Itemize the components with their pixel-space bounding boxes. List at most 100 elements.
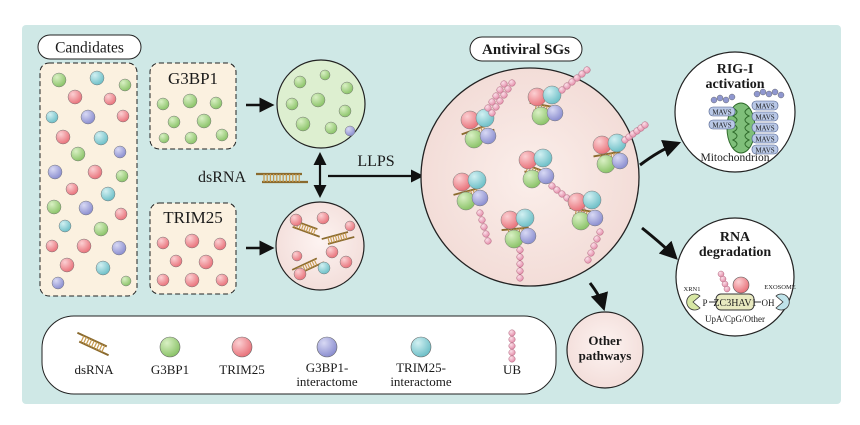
g3bp1-droplet-g (285, 97, 299, 111)
g3bp1-proteins (156, 93, 229, 145)
legend: dsRNA G3BP1 TRIM25 G3BP1- interactome TR… (41, 315, 557, 395)
trim25-droplet-p (291, 250, 303, 262)
oh-label: OH (762, 298, 775, 308)
g3bp1-droplet-g (293, 75, 307, 89)
candidate-p (55, 129, 71, 145)
g3bp1-g (215, 128, 229, 142)
candidate-c (100, 186, 116, 202)
g3bp1-g (156, 97, 170, 111)
dsrna-icon (76, 331, 110, 357)
mavs-label: MAVS (755, 113, 774, 121)
candidates-box (39, 62, 138, 297)
mitochondrion-label: Mitochondrion (701, 152, 770, 164)
legend-trim25-interactome-label2: interactome (390, 374, 452, 389)
legend-trim25-interactome-label1: TRIM25- (396, 360, 446, 375)
trim25-p (156, 273, 170, 287)
rig-i-activation-section: RIG-I activation MAVSMAVSMAVSMAVSMAVSMAV… (674, 51, 796, 173)
xrn1-icon (686, 293, 701, 311)
rna-degradation-section: RNA degradation XRN1 EXOSOME P OH ZC3HAV… (675, 217, 796, 337)
legend-g3bp1-label: G3BP1 (151, 362, 189, 377)
ub-chain-icon (621, 121, 649, 144)
g3bp1-g (182, 93, 198, 109)
candidate-v (111, 240, 127, 256)
candidate-p (76, 238, 92, 254)
ub-chain-icon (488, 79, 516, 117)
trim25-p (213, 237, 227, 251)
trim25-box-label: TRIM25 (163, 208, 223, 227)
g3bp1-droplet-g (338, 104, 352, 118)
trim25-p (198, 254, 214, 270)
candidate-g (46, 199, 62, 215)
ub-chain-icon (558, 66, 591, 94)
candidate-p (45, 239, 59, 253)
candidate-p (67, 89, 83, 105)
antiviral-sgs-label: Antiviral SGs (482, 42, 570, 58)
arrow-to-rna-degradation (641, 226, 678, 260)
g3bp1-droplet-g (295, 116, 311, 132)
g3bp1-droplet-v (344, 125, 356, 137)
trim25-box (149, 202, 237, 295)
mavs-label: MAVS (755, 102, 774, 110)
sg-complexes (452, 66, 649, 282)
trim25-droplet-c (317, 261, 331, 275)
candidate-v (51, 276, 65, 290)
dsrna-label: dsRNA (198, 169, 246, 186)
candidate-c (93, 130, 109, 146)
trim25-droplet-p (289, 213, 303, 227)
exosome-icon (775, 293, 790, 311)
dsrna-icon (290, 218, 320, 238)
trim25-on-zc3hav1 (732, 276, 750, 294)
zc3hav1-box (715, 293, 755, 311)
candidate-v (78, 200, 94, 216)
motif-label: UpA/CpG/Other (705, 314, 765, 324)
antiviral-sgs-section: Antiviral SGs (420, 36, 649, 287)
candidates-label: Candidates (55, 40, 124, 57)
mavs-label: MAVS (712, 108, 731, 116)
trim25-droplet-p (339, 255, 353, 269)
other-pathways-section: Other pathways (566, 311, 644, 389)
trim25-p (169, 254, 183, 268)
legend-ub-label: UB (503, 362, 521, 377)
dsrna-duplex (256, 172, 308, 184)
candidates-section: Candidates (37, 34, 142, 297)
candidate-g (118, 78, 132, 92)
arrow-to-rig-i (639, 140, 682, 167)
candidate-proteins (45, 70, 132, 290)
mavs-label: MAVS (755, 146, 774, 154)
ub-chain-icon (584, 228, 604, 264)
candidate-g (120, 275, 132, 287)
legend-trim25-icon (231, 336, 253, 358)
rig-i-subtitle: activation (705, 77, 764, 92)
legend-dsrna-icon (76, 331, 110, 357)
candidate-p (65, 182, 79, 196)
g3bp1-g (167, 115, 181, 129)
trim25-droplet-p (325, 245, 339, 259)
rna-degradation-subtitle: degradation (699, 245, 772, 260)
legend-g3bp1-interactome-icon (316, 336, 338, 358)
exosome-label: EXOSOME (764, 284, 795, 291)
candidate-c (95, 260, 111, 276)
candidate-g (115, 169, 129, 183)
candidate-p (114, 207, 128, 221)
g3bp1-g (158, 132, 170, 144)
g3bp1-g (209, 96, 223, 110)
antiviral-sgs-pill (469, 36, 583, 62)
candidate-p (59, 257, 75, 273)
trim25-p (215, 273, 229, 287)
legend-g3bp1-icon (159, 336, 181, 358)
ub-chain-icon (717, 270, 731, 293)
legend-box (41, 315, 557, 395)
legend-ub-icon (508, 329, 516, 363)
ub-chain-icon (484, 80, 508, 112)
rna-degradation-title: RNA (720, 230, 751, 245)
llps-label: LLPS (357, 153, 394, 170)
ub-chain-icon (508, 329, 516, 363)
g3bp1-g (184, 131, 198, 145)
legend-trim25-interactome-icon (410, 336, 432, 358)
trim25-p (184, 233, 200, 249)
dsrna-icon (256, 172, 308, 184)
ub-chain-icon (476, 209, 492, 245)
trim25-droplet-p (293, 267, 307, 281)
trim25-proteins (156, 233, 229, 288)
